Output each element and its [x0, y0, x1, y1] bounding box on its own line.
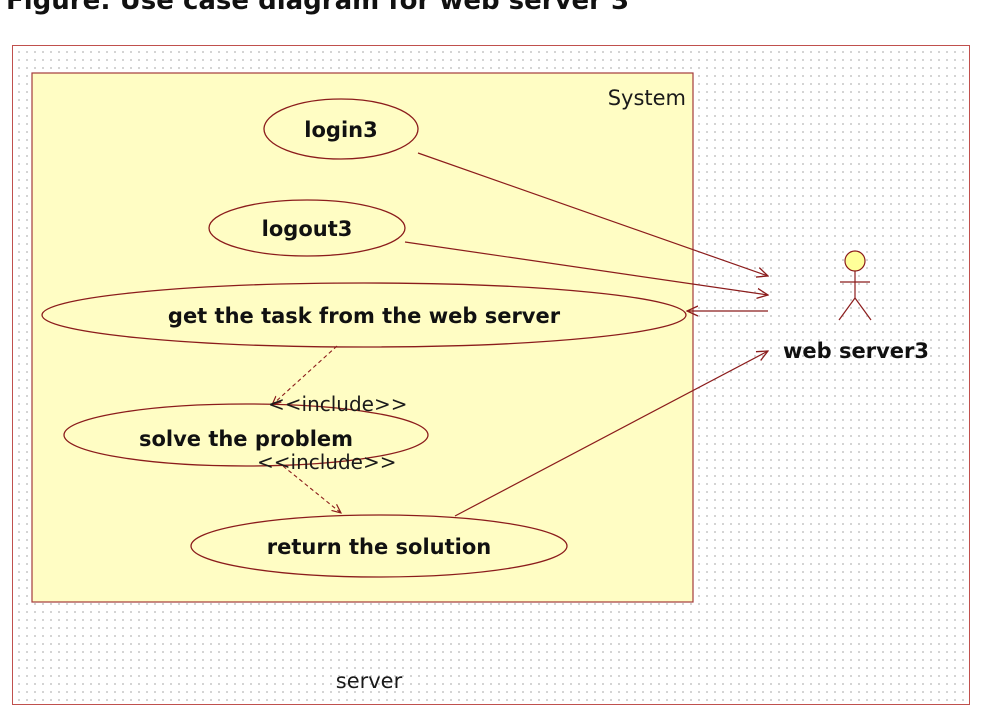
- use-case-solve[interactable]: solve the problem: [63, 403, 429, 467]
- use-case-get-task[interactable]: get the task from the web server: [41, 282, 687, 348]
- include-get-task-solve: [272, 345, 338, 405]
- use-case-login[interactable]: login3: [263, 98, 419, 160]
- association-logout-actor: [404, 241, 768, 295]
- actor-label: web server3: [783, 339, 929, 363]
- use-case-login-label: login3: [304, 118, 377, 142]
- use-case-logout-label: logout3: [262, 217, 353, 241]
- use-case-logout[interactable]: logout3: [208, 199, 406, 257]
- association-login-actor: [417, 152, 768, 276]
- use-case-get-task-label: get the task from the web server: [168, 304, 561, 328]
- include-solve-return: [282, 465, 341, 513]
- system-label: System: [608, 86, 686, 110]
- canvas-label: server: [336, 669, 403, 693]
- association-return-actor: [454, 351, 768, 517]
- actor-web-server3[interactable]: [838, 250, 872, 321]
- use-case-return-solution-label: return the solution: [267, 535, 491, 559]
- actor-head-icon: [844, 250, 866, 272]
- figure-caption: Figure: Use case diagram for web server …: [0, 0, 985, 22]
- use-case-return-solution[interactable]: return the solution: [190, 514, 568, 578]
- include-label-2: <<include>>: [257, 450, 397, 474]
- use-case-solve-label: solve the problem: [139, 427, 353, 451]
- include-label-1: <<include>>: [268, 392, 408, 416]
- figure-caption-text: Figure: Use case diagram for web server …: [6, 0, 630, 16]
